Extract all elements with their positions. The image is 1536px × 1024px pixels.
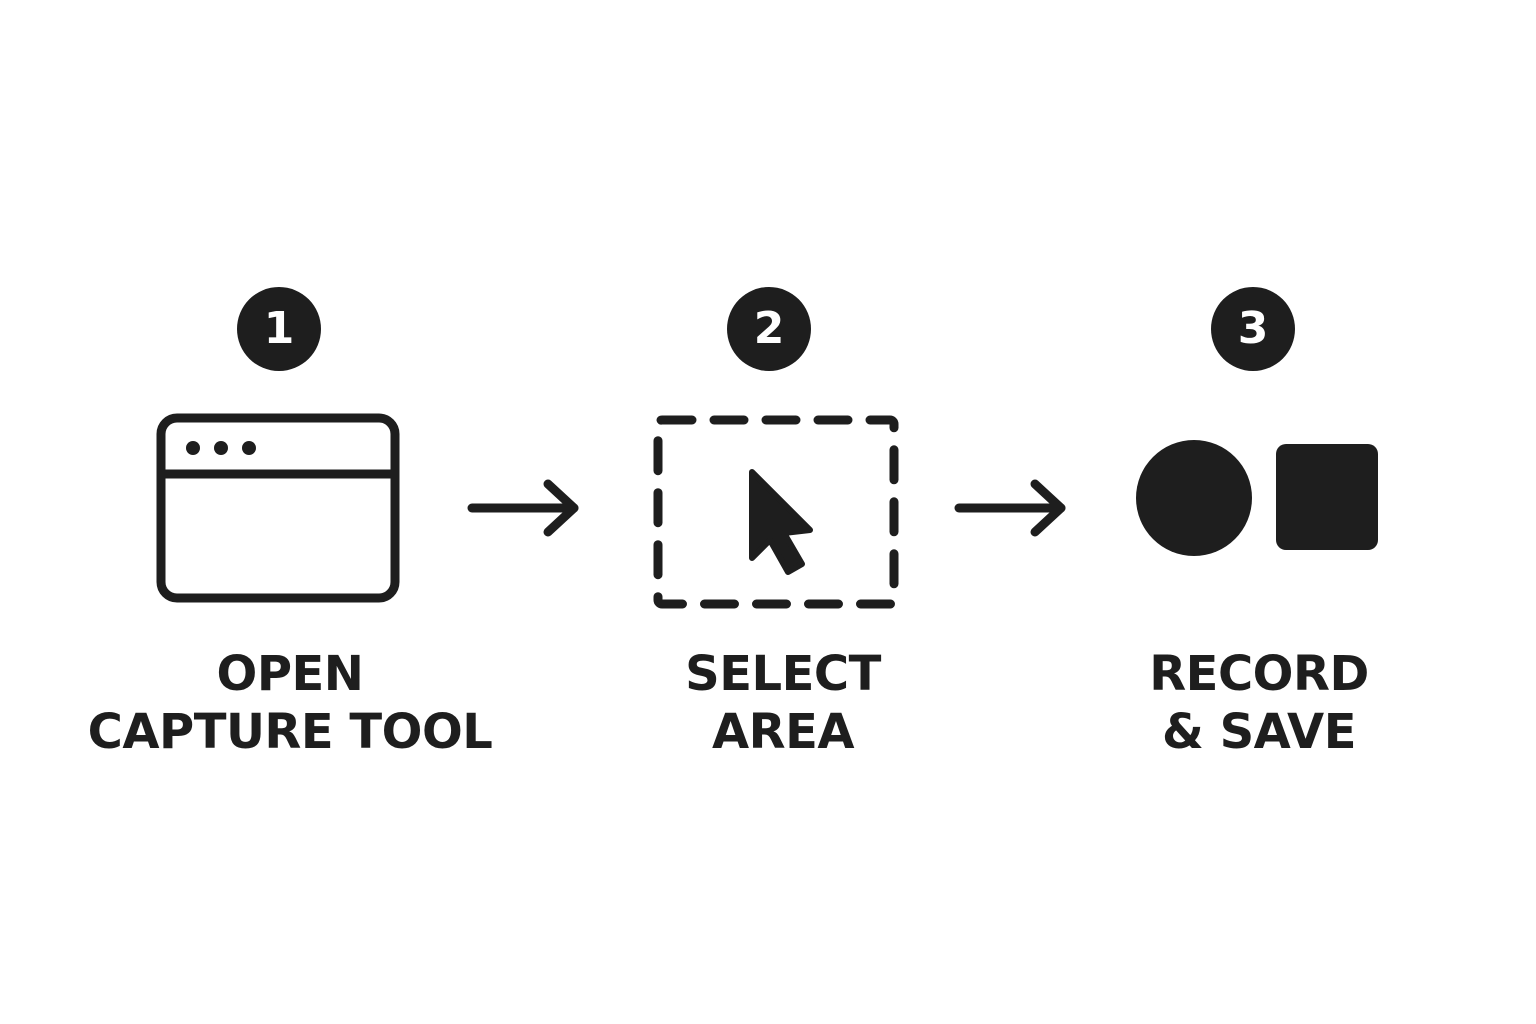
step-1-number: 1 [263,303,295,354]
step-1-label-line-2: CAPTURE TOOL [87,704,493,760]
arrow-right-icon [467,479,579,537]
stop-square-icon [1276,444,1378,550]
step-2-label-line-2: AREA [711,704,855,760]
step-3-label-line-2: & SAVE [1162,704,1356,760]
step-2-number-badge: 2 [727,287,811,371]
step-3-number: 3 [1237,303,1269,354]
step-3-label: RECORD & SAVE [1029,645,1489,761]
step-2-label: SELECT AREA [553,645,1013,761]
dashed-selection-cursor-icon [653,415,899,609]
step-3-number-badge: 3 [1211,287,1295,371]
step-1-number-badge: 1 [237,287,321,371]
step-1-label: OPEN CAPTURE TOOL [60,645,520,761]
arrow-right-icon [954,479,1066,537]
record-stop-icon [1136,440,1378,556]
step-1-label-line-1: OPEN [216,646,364,702]
step-2-number: 2 [753,303,785,354]
browser-window-icon [156,413,400,603]
record-circle-icon [1136,440,1252,556]
step-2-label-line-1: SELECT [685,646,881,702]
step-3-label-line-1: RECORD [1149,646,1369,702]
